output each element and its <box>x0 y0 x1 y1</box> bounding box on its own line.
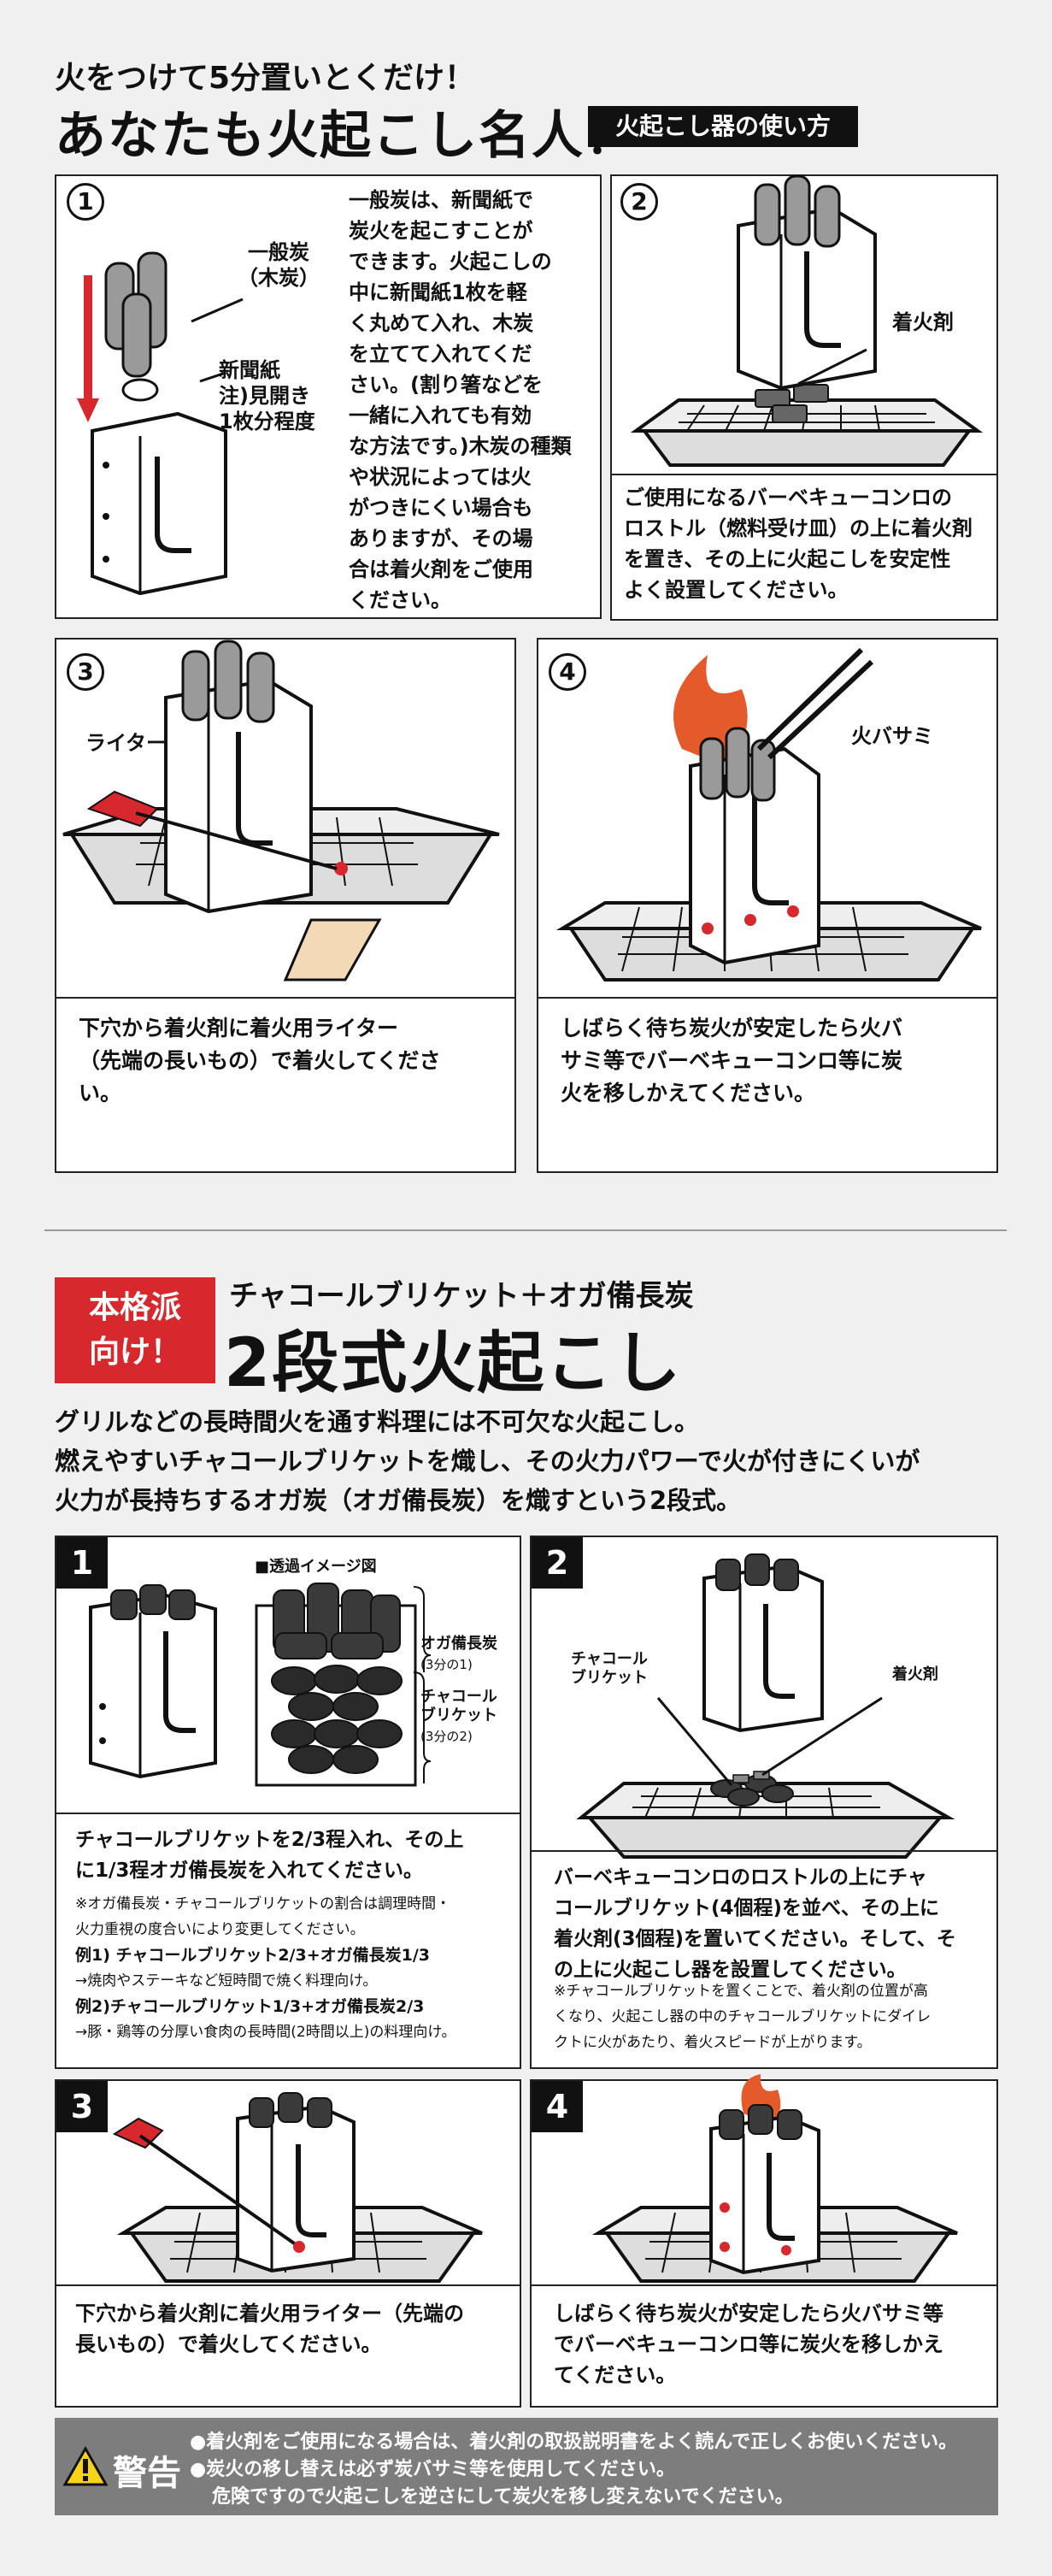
warning-line3: 危険ですので火起こしを逆さにして炭火を移し変えないでください。 <box>212 2486 794 2508</box>
p2-step1-ex1-text: →焼肉やステーキなど短時間で焼く料理向け。 <box>75 1972 378 1989</box>
p2-step1-number: 1 <box>56 1537 108 1589</box>
step1-label-charcoal: 一般炭 （木炭） <box>238 240 320 290</box>
section-divider <box>44 1229 1007 1231</box>
p2-step4-text: しばらく待ち炭火が安定したら火バサミ等 でバーベキューコンロ等に炭火を移しかえ … <box>554 2302 943 2387</box>
step3-illustration <box>62 640 500 981</box>
p2-step4-number: 4 <box>532 2081 583 2132</box>
p2-step1-note: ※オガ備長炭・チャコールブリケットの割合は調理時間・ 火力重視の度合いにより変更… <box>75 1895 451 1938</box>
warning-label: 警告 <box>113 2454 181 2493</box>
step4-divider <box>537 997 998 999</box>
header-line2: あなたも火起こし名人！ <box>55 106 638 166</box>
p2-step2-label-bri: チャコール ブリケット <box>571 1650 648 1687</box>
p2-step2-note: ※チャコールブリケットを置くことで、着火剤の位置が高 くなり、火起こし器の中のチ… <box>554 1983 932 2051</box>
p2-step3-illustration <box>112 2092 483 2283</box>
p2-step1-ex2-text: →豚・鶏等の分厚い食肉の長時間(2時間以上)の料理向け。 <box>75 2024 456 2041</box>
header-tag: 火起こし器の使い方 <box>588 106 858 147</box>
p2-step1-text: チャコールブリケットを2/3程入れ、その上 に1/3程オガ備長炭を入れてください… <box>75 1829 464 1882</box>
p2-step2-number: 2 <box>532 1537 583 1589</box>
p2-step1-label-oga: オガ備長炭 <box>420 1635 497 1653</box>
p2-step1-label-bri: チャコール ブリケット <box>420 1688 497 1724</box>
p2-step3-divider <box>55 2284 521 2286</box>
step2-divider <box>610 474 998 475</box>
step2-text: ご使用になるバーベキューコンロの ロストル（燃料受け皿）の上に着火剤 を置き、そ… <box>624 486 973 602</box>
part2-subtitle: チャコールブリケット＋オガ備長炭 <box>229 1279 694 1313</box>
step3-label: ライター <box>85 731 167 755</box>
p2-step3-number: 3 <box>56 2081 108 2132</box>
p2-step3-text: 下穴から着火剤に着火用ライター（先端の 長いもの）で着火してください。 <box>75 2302 465 2356</box>
p2-step1-illustration <box>89 1583 432 1787</box>
step1-text: 一般炭は、新聞紙で 炭火を起こすことが できます。火起こしの 中に新聞紙1枚を軽… <box>349 188 572 612</box>
p2-step1-label-bri-sub: (3分の2) <box>420 1729 473 1744</box>
p2-step4-illustration <box>591 2074 958 2283</box>
p2-step1-ex1-title: 例1) チャコールブリケット2/3+オガ備長炭1/3 <box>75 1946 431 1965</box>
p2-step4-divider <box>530 2284 998 2286</box>
p2-step2-label-fire: 着火剤 <box>892 1665 938 1683</box>
step4-number: 4 <box>549 653 586 691</box>
p2-step1-ex2-title: 例2)チャコールブリケット1/3+オガ備長炭2/3 <box>75 1997 425 2016</box>
p2-step1-divider <box>55 1813 521 1814</box>
p2-step2-illustration <box>576 1553 955 1859</box>
warning-icon <box>62 2445 109 2486</box>
header-line1: 火をつけて5分置いとくだけ！ <box>55 61 475 96</box>
step4-label: 火バサミ <box>851 724 933 748</box>
p2-step1-label-oga-sub: (3分の1) <box>420 1657 473 1672</box>
p2-step2-text: バーベキューコンロのロストルの上にチャ コールブリケット(4個程)を並べ、その上… <box>554 1866 956 1981</box>
step1-number: 1 <box>67 183 104 221</box>
warning-box: 警告 ●着火剤をご使用になる場合は、着火剤の取扱説明書をよく読んで正しくお使いく… <box>55 2418 998 2515</box>
part2-badge: 本格派 向け！ <box>55 1277 215 1383</box>
part2-intro: グリルなどの長時間火を通す料理には不可欠な火起こし。 燃えやすいチャコールブリケ… <box>55 1407 920 1515</box>
warning-line1: ●着火剤をご使用になる場合は、着火剤の取扱説明書をよく読んで正しくお使いください… <box>190 2432 958 2453</box>
step3-text: 下穴から着火剤に着火用ライター （先端の長いもの）で着火してくださ い。 <box>79 1016 441 1105</box>
step2-label: 着火剤 <box>892 310 954 334</box>
p2-step2-divider <box>530 1850 998 1852</box>
step2-illustration <box>630 174 984 467</box>
p2-step1-caption: ■透過イメージ図 <box>255 1558 377 1576</box>
step1-text-panel <box>337 174 602 619</box>
step4-text: しばらく待ち炭火が安定したら火バ サミ等でバーベキューコンロ等に炭 火を移しかえ… <box>561 1016 903 1105</box>
step2-number: 2 <box>620 183 658 221</box>
step3-number: 3 <box>67 653 104 691</box>
warning-line2: ●炭火の移し替えは必ず炭バサミ等を使用してください。 <box>190 2459 675 2480</box>
part2-title: 2段式火起こし <box>224 1325 683 1402</box>
step1-label-paper: 新聞紙 注)見開き 1枚分程度 <box>219 358 315 433</box>
step3-divider <box>55 997 516 999</box>
step4-illustration <box>555 647 982 981</box>
step1-illustration <box>77 251 244 596</box>
